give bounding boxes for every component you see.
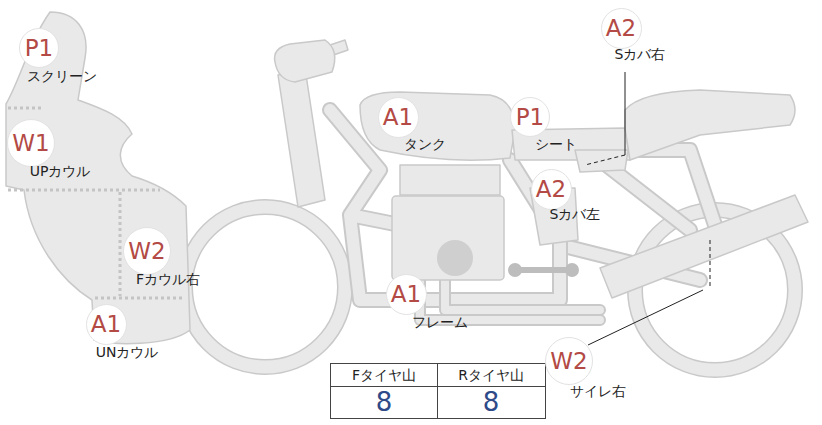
damage-code: A1 bbox=[391, 283, 421, 306]
damage-code: A1 bbox=[383, 106, 413, 129]
callout-circle: A1 bbox=[86, 304, 127, 345]
part-name: フレーム bbox=[412, 314, 468, 331]
part-name: Fカウル右 bbox=[136, 271, 200, 288]
part-name: UPカウル bbox=[30, 163, 91, 180]
callout-circle: A2 bbox=[601, 8, 642, 49]
damage-code: W1 bbox=[12, 132, 49, 155]
damage-code: A2 bbox=[606, 17, 636, 40]
callout-circle: A1 bbox=[386, 274, 427, 315]
table-header: Rタイヤ山 bbox=[458, 367, 524, 384]
part-name: タンク bbox=[404, 136, 446, 153]
part-name: シート bbox=[535, 136, 577, 153]
damage-code: A1 bbox=[91, 313, 121, 336]
callout-circle: P1 bbox=[19, 28, 59, 68]
tire-table bbox=[330, 363, 546, 419]
damage-code: A2 bbox=[536, 178, 566, 201]
damage-code: W2 bbox=[550, 350, 587, 373]
part-name: Sカバ右 bbox=[615, 46, 666, 63]
damage-code: W2 bbox=[128, 240, 165, 263]
part-name: スクリーン bbox=[27, 68, 97, 85]
table-header: Fタイヤ山 bbox=[352, 367, 416, 384]
damage-code: P1 bbox=[25, 37, 54, 60]
callout-circle: W2 bbox=[545, 337, 593, 385]
callout-circle: A2 bbox=[531, 169, 572, 210]
part-name: サイレ右 bbox=[570, 383, 626, 400]
table-value: 8 bbox=[376, 387, 393, 418]
part-name: Sカバ左 bbox=[550, 206, 601, 223]
callout-circle: A1 bbox=[378, 97, 419, 138]
table-value: 8 bbox=[483, 387, 500, 418]
callout-circle: W1 bbox=[7, 119, 55, 167]
damage-code: P1 bbox=[516, 106, 545, 129]
callout-circle: W2 bbox=[123, 227, 171, 275]
callout-circle: P1 bbox=[510, 97, 550, 137]
part-name: UNカウル bbox=[96, 344, 159, 361]
